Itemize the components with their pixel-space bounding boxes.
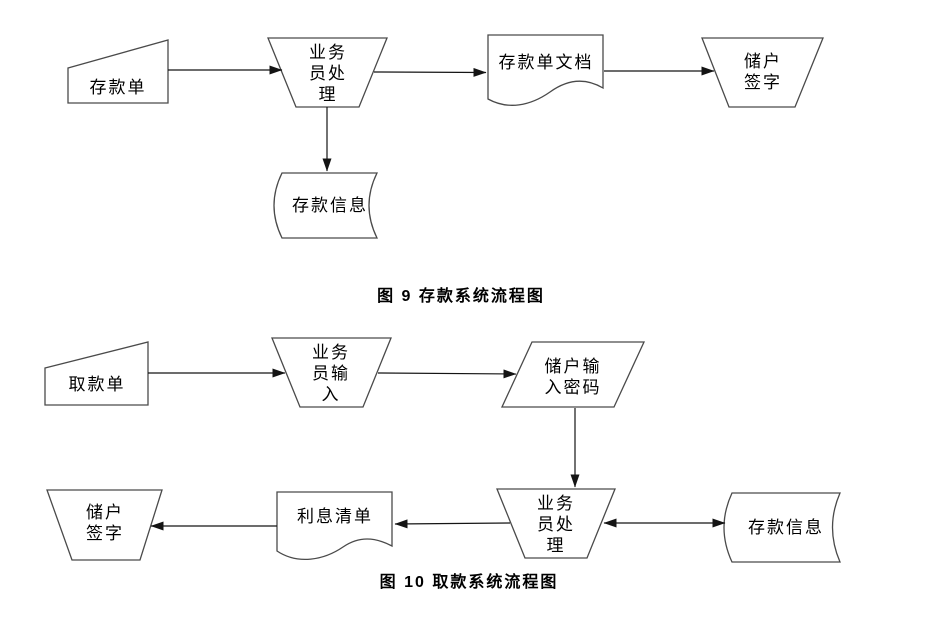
parallelogram-shape-password-input: [500, 341, 646, 408]
document-shape-interest-list: [276, 491, 393, 561]
label-deposit-info-fig9: 存款信息: [292, 196, 368, 215]
document-shape-deposit-doc: [487, 34, 604, 106]
stored-data-shape-deposit-info-fig10: [723, 492, 841, 563]
label-depositor-sign-fig10: 储户签字: [86, 503, 124, 543]
arrow-clerk-process-to-interest-list: [394, 519, 511, 529]
label-password-input: 储户输入密码: [544, 357, 602, 397]
figure10-caption: 图 10 取款系统流程图: [379, 574, 559, 591]
figure9-caption: 图 9 存款系统流程图: [377, 288, 545, 305]
trapezoid-shape-clerk-input: [271, 337, 392, 408]
manual-input-shape-deposit-slip: [67, 39, 169, 104]
trapezoid-shape-depositor-sign-fig9: [701, 37, 824, 108]
label-deposit-info-fig10: 存款信息: [748, 518, 824, 537]
trapezoid-shape-clerk-process-fig9: [267, 37, 388, 108]
label-deposit-slip: 存款单: [89, 78, 147, 97]
arrow-clerk-process-to-deposit-doc: [373, 67, 487, 77]
trapezoid-shape-clerk-process-fig10: [496, 488, 616, 559]
label-withdraw-slip: 取款单: [68, 375, 126, 394]
label-clerk-input: 业务员输入: [312, 343, 350, 404]
stored-data-shape-deposit-info-fig9: [273, 172, 379, 239]
arrow-clerk-input-to-password-input: [377, 369, 517, 379]
label-interest-list: 利息清单: [297, 507, 373, 526]
label-depositor-sign-fig9: 储户签字: [744, 52, 782, 92]
label-clerk-process-fig10: 业务员处理: [537, 494, 575, 555]
trapezoid-shape-depositor-sign-fig10: [46, 489, 163, 561]
label-deposit-doc: 存款单文档: [498, 53, 594, 72]
manual-input-shape-withdraw-slip: [44, 341, 149, 406]
label-clerk-process-fig9: 业务员处理: [309, 43, 347, 104]
